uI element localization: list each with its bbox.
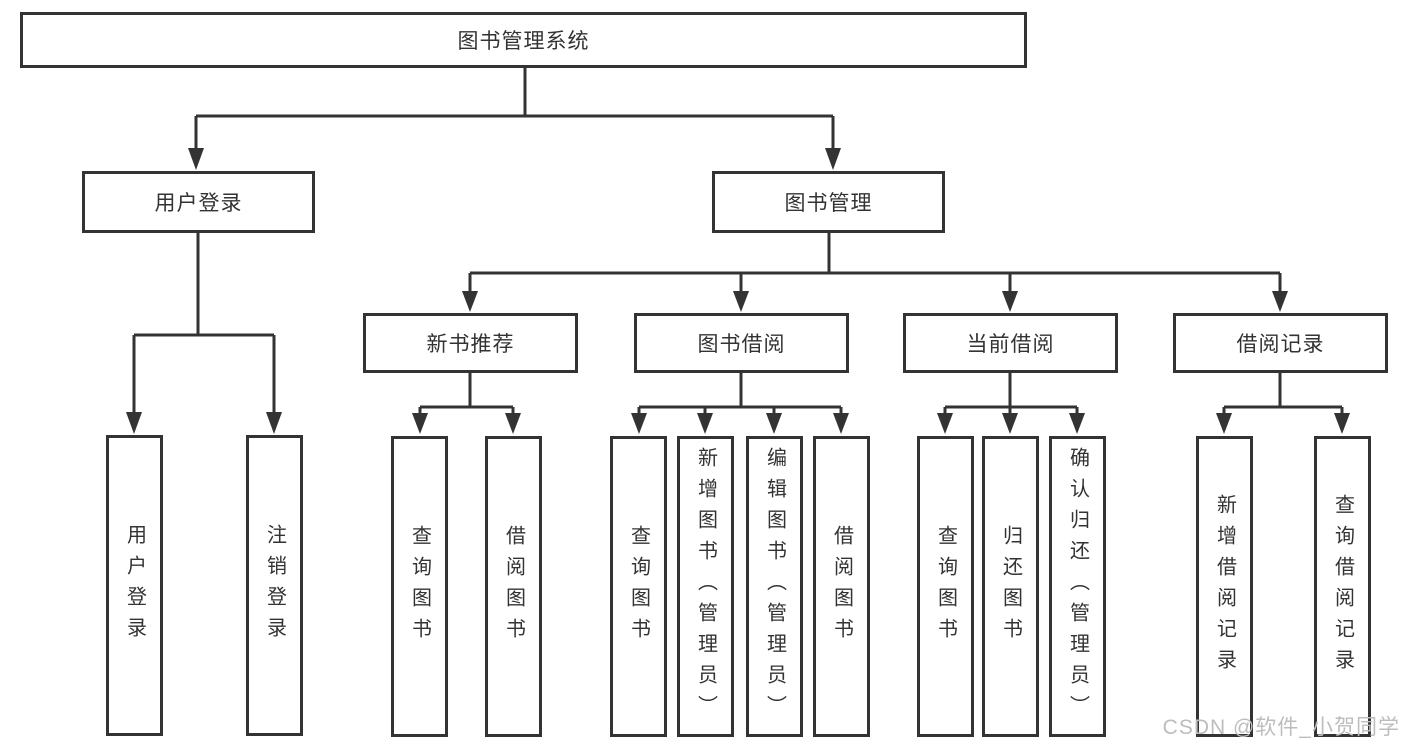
leaf-cb-query-books: 查询图书 — [917, 436, 974, 737]
arrowhead-leaf-user-login — [126, 412, 142, 434]
arrowhead-new-book-recommend — [462, 291, 478, 312]
leaf-nbr-query-books: 查询图书 — [391, 436, 448, 737]
leaf-label: 编辑图书（管理员） — [763, 447, 786, 726]
leaf-label: 查询借阅记录 — [1331, 493, 1354, 680]
node-current-borrow: 当前借阅 — [903, 313, 1118, 373]
leaf-label: 查询图书 — [408, 524, 431, 649]
leaf-cb-confirm-return-admin: 确认归还（管理员） — [1049, 436, 1106, 737]
node-new-book-recommend: 新书推荐 — [363, 313, 578, 373]
edge-group-root — [188, 68, 841, 170]
node-user-login-branch: 用户登录 — [82, 171, 315, 233]
leaf-label: 查询图书 — [627, 524, 650, 649]
edge-group-user-login — [126, 233, 282, 434]
arrowhead-nbr-query — [412, 413, 428, 434]
arrowhead-user-login — [188, 148, 204, 170]
leaf-br-query-borrow-record: 查询借阅记录 — [1314, 436, 1371, 737]
arrowhead-bb-edit — [766, 413, 782, 434]
arrowhead-leaf-logout — [266, 412, 282, 434]
leaf-label: 查询图书 — [934, 524, 957, 649]
arrowhead-book-borrow — [733, 291, 749, 312]
edge-group-borrow-records — [1216, 373, 1350, 434]
leaf-label: 新增借阅记录 — [1213, 493, 1236, 680]
leaf-bb-edit-books-admin: 编辑图书（管理员） — [746, 436, 803, 737]
leaf-label: 借阅图书 — [502, 524, 525, 649]
node-book-borrow: 图书借阅 — [634, 313, 849, 373]
arrowhead-bb-add — [697, 413, 713, 434]
arrowhead-cb-confirm — [1069, 413, 1085, 434]
arrowhead-current-borrow — [1002, 291, 1018, 312]
node-book-management-branch: 图书管理 — [712, 171, 945, 233]
edge-group-new-book-recommend — [412, 373, 521, 434]
leaf-label: 新增图书（管理员） — [694, 447, 717, 726]
arrowhead-cb-return — [1002, 413, 1018, 434]
leaf-cb-return-books: 归还图书 — [982, 436, 1039, 737]
arrowhead-bb-query — [631, 413, 647, 434]
leaf-bb-add-books-admin: 新增图书（管理员） — [677, 436, 734, 737]
arrowhead-br-add — [1216, 413, 1232, 434]
arrowhead-nbr-borrow — [505, 413, 521, 434]
leaf-user-login: 用户登录 — [106, 435, 163, 736]
leaf-bb-query-books: 查询图书 — [610, 436, 667, 737]
edge-group-book-borrow — [631, 373, 849, 434]
csdn-watermark: CSDN @软件_小贺同学 — [1162, 716, 1400, 739]
arrowhead-cb-query — [937, 413, 953, 434]
arrowhead-book-management — [825, 148, 841, 170]
leaf-label: 注销登录 — [263, 523, 286, 648]
leaf-logout-login: 注销登录 — [246, 435, 303, 736]
leaf-br-add-borrow-record: 新增借阅记录 — [1196, 436, 1253, 737]
node-borrow-records: 借阅记录 — [1173, 313, 1388, 373]
edge-group-current-borrow — [937, 373, 1085, 434]
leaf-label: 确认归还（管理员） — [1066, 447, 1089, 726]
leaf-bb-borrow-books: 借阅图书 — [813, 436, 870, 737]
leaf-label: 归还图书 — [999, 524, 1022, 649]
arrowhead-borrow-records — [1272, 291, 1288, 312]
edge-group-book-management — [462, 233, 1288, 312]
arrowhead-bb-borrow — [833, 413, 849, 434]
node-library-management-system: 图书管理系统 — [20, 12, 1027, 68]
arrowhead-br-query — [1334, 413, 1350, 434]
leaf-nbr-borrow-books: 借阅图书 — [485, 436, 542, 737]
leaf-label: 借阅图书 — [830, 524, 853, 649]
leaf-label: 用户登录 — [123, 523, 146, 648]
